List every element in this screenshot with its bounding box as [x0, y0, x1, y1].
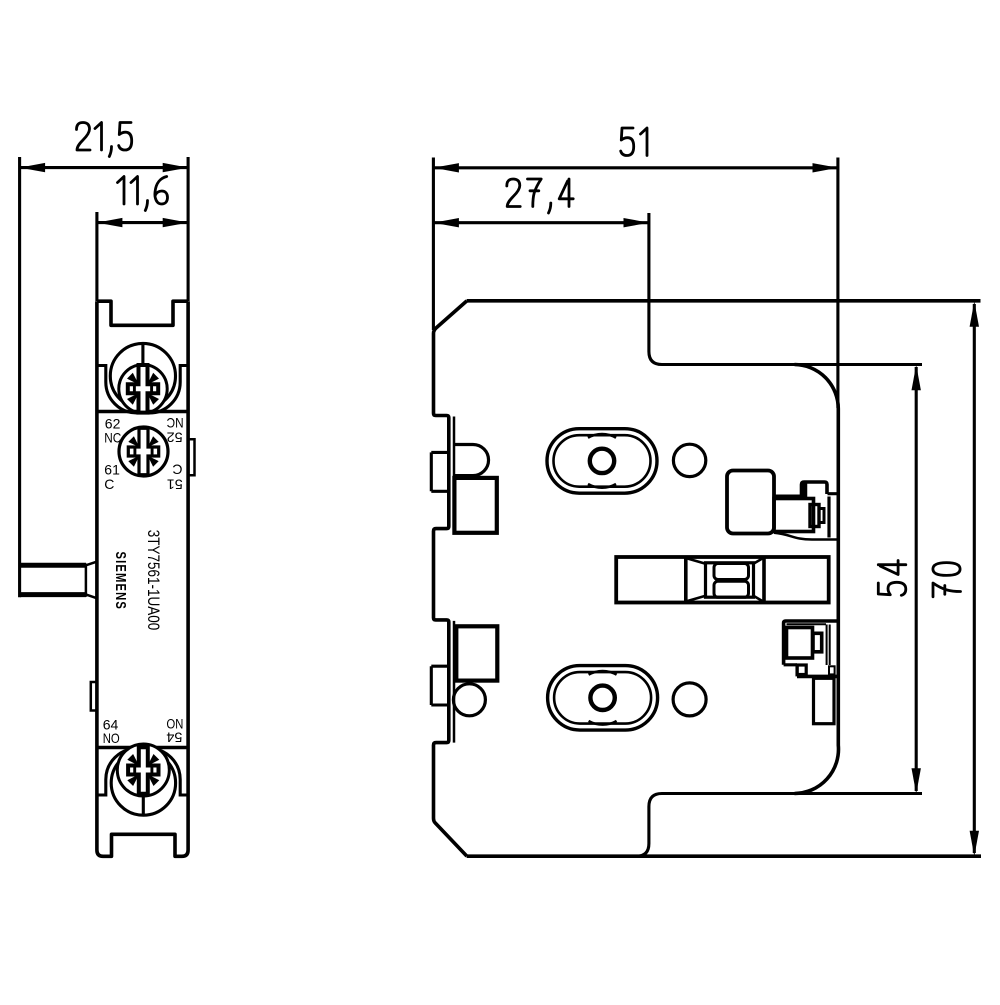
svg-text:NO: NO [103, 730, 120, 746]
svg-text:3TY7561-1UA00: 3TY7561-1UA00 [144, 530, 162, 631]
svg-text:NC: NC [104, 430, 121, 446]
svg-text:64: 64 [103, 716, 119, 732]
svg-text:C: C [104, 476, 114, 492]
svg-text:C: C [172, 462, 182, 478]
svg-text:NC: NC [167, 415, 184, 431]
svg-text:61: 61 [104, 461, 120, 477]
svg-text:52: 52 [166, 430, 182, 446]
svg-text:NO: NO [166, 716, 183, 732]
svg-text:62: 62 [105, 415, 121, 431]
svg-text:51: 51 [167, 476, 183, 492]
svg-text:54: 54 [166, 730, 182, 746]
svg-text:SIEMENS: SIEMENS [112, 552, 128, 611]
